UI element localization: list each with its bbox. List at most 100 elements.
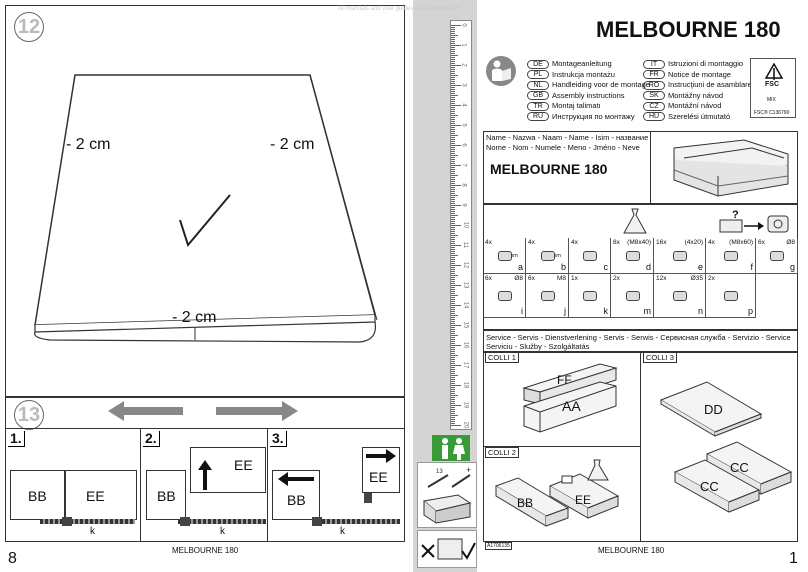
substep-1-label-ee: EE [86,488,105,504]
ruler-tick [451,377,455,378]
substep-1-rail [40,519,135,524]
ruler-tick [451,219,455,220]
ruler-tick [451,297,455,298]
ruler-tick [451,303,455,304]
ruler-tick [451,385,461,386]
ruler-tick [451,423,455,424]
language-code: HU [643,112,665,121]
part-cell-e: 16x(4x20)e [654,238,706,274]
ruler-label: 11 [462,241,469,249]
ruler-tick [451,257,455,258]
ruler-tick [451,151,455,152]
language-text: Assembly instructions [552,90,625,100]
step12-label-right: - 2 cm [270,136,315,153]
colli-3-part-cc-1: CC [730,460,749,475]
ruler-label: 5 [460,123,467,127]
ruler-tick [451,299,455,300]
part-quantity: 2x [613,275,620,282]
part-cell-a: 4xa70 mm [483,238,526,274]
ruler-label: 3 [460,83,467,87]
ruler-tick [451,227,455,228]
colli-2-part-bb: BB [517,496,534,510]
part-cell-b: 4xb70 mm [526,238,569,274]
ruler-tick [451,69,455,70]
ruler-tick [451,261,455,262]
ruler-tick [451,43,455,44]
ruler-tick [451,419,455,420]
substep-1-label-bb: BB [28,488,47,504]
part-a-icon [497,251,512,261]
ruler-tick [451,67,455,68]
ruler-label: 19 [462,401,469,409]
colli-1-drawing [522,363,618,433]
ruler-tick [451,405,461,406]
ruler-tick [451,145,461,146]
language-code: GB [527,91,549,100]
part-quantity: 6x [485,275,492,282]
ruler-tick [451,119,455,120]
ruler-tick [451,47,455,48]
ruler-tick [451,379,455,380]
ruler-tick [451,123,455,124]
colli-1-label: COLLI 1 [485,352,519,363]
ruler-tick [451,411,455,412]
ruler-tick [451,273,455,274]
ruler-tick [451,307,455,308]
fsc-tree-icon [764,63,784,80]
language-text: Instrukcja montażu [552,69,615,79]
language-code: DE [527,59,549,69]
ruler-tick [451,287,455,288]
ruler-tick [451,207,455,208]
part-quantity: 12x [656,275,667,282]
part-d-icon [625,251,640,261]
ruler-tick [451,321,455,322]
ruler-tick [451,277,455,278]
ruler-tick [451,25,461,26]
ruler-tick [451,159,455,160]
ruler-tick [451,397,455,398]
ruler-label: 13 [462,281,469,289]
colli-1-part-ff: FF [557,373,572,387]
part-letter: e [697,262,703,272]
ruler-tick [451,229,455,230]
ruler-tick [451,63,455,64]
ruler-tick [451,215,458,216]
part-quantity: 8x [613,239,620,246]
ruler-tick [451,79,455,80]
ruler-tick [451,189,455,190]
doc-code: A1706135 [485,542,512,550]
ruler-tick [451,395,458,396]
substep-1-panel-ee [65,470,137,520]
substep-3-label-bb: BB [287,492,306,508]
ruler-tick [451,389,455,390]
ruler-tick [451,231,455,232]
part-letter: j [564,306,566,316]
ruler-tick [451,225,461,226]
ruler-tick [451,53,455,54]
substep-1-panel-bb [10,470,65,520]
ruler-tick [451,137,455,138]
ruler-tick [451,333,455,334]
cutter-check-icon [421,538,476,560]
ruler-tick [451,271,455,272]
ruler-tick [451,267,455,268]
ruler-tick [451,323,455,324]
ruler-tick [451,203,455,204]
ruler-tick [451,27,455,28]
part-spec: (M8x40) [627,239,651,246]
ruler-tick [451,49,455,50]
language-text: Montageanleitung [552,59,612,68]
ruler-tick [451,191,455,192]
fsc-logo: FSC MIX FSC® C136790 [750,58,796,118]
ruler-tick [451,425,461,426]
substep-2-label-ee: EE [234,457,253,473]
ruler-tick [451,141,455,142]
ruler-tick [451,281,455,282]
ruler-tick [451,39,455,40]
